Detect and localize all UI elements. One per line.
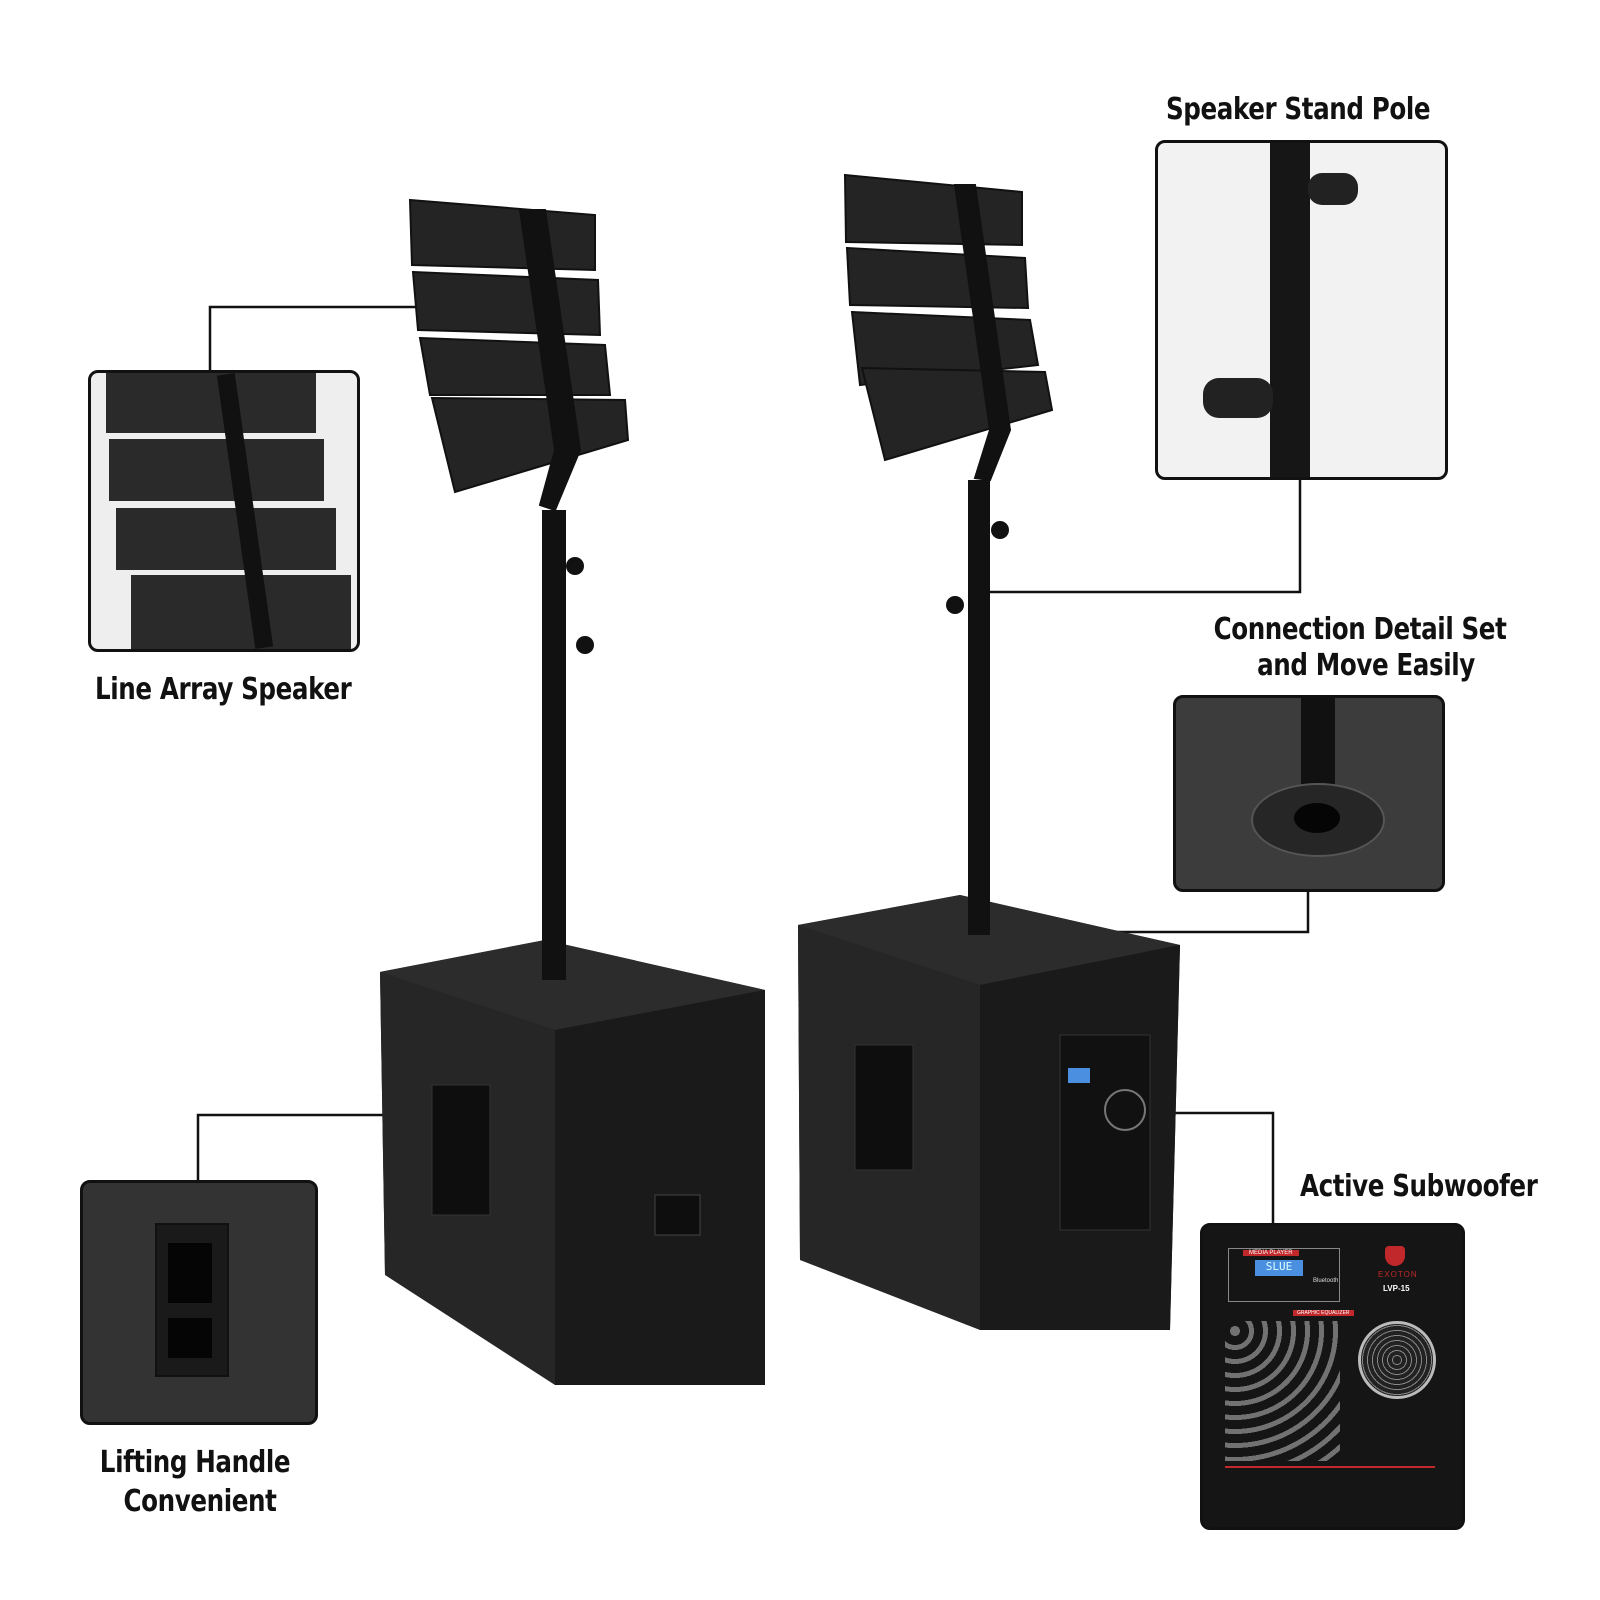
label-speaker-stand-pole: Speaker Stand Pole [1166, 92, 1431, 127]
right-stand-pole [968, 480, 990, 935]
label-lifting-handle-line2: Convenient [123, 1484, 277, 1519]
label-active-subwoofer: Active Subwoofer [1300, 1169, 1538, 1204]
right-line-array [843, 173, 1054, 482]
left-stand-pole [542, 510, 566, 980]
stand-pole-detail-image [1155, 140, 1448, 480]
label-lifting-handle-line1: Lifting Handle [99, 1445, 291, 1480]
label-connection-detail-line1: Connection Detail Set [1213, 612, 1507, 647]
line-array-detail-image [88, 370, 360, 652]
brand-name: EXOTON [1378, 1270, 1418, 1279]
equalizer-label: GRAPHIC EQUALIZER [1293, 1310, 1354, 1316]
label-line-array-speaker: Line Array Speaker [95, 672, 352, 707]
right-subwoofer [798, 895, 1180, 1330]
connection-detail-image [1173, 695, 1445, 892]
model-name: LVP-15 [1383, 1284, 1410, 1293]
lifting-handle-detail-image [80, 1180, 318, 1425]
fan-grille [1358, 1321, 1436, 1399]
panel-display: SLUE [1255, 1260, 1303, 1276]
callout-lines [196, 305, 1310, 1223]
subwoofer-panel-detail-image: MEDIA PLAYER SLUE Bluetooth EXOTON LVP-1… [1200, 1223, 1465, 1530]
media-player-label: MEDIA PLAYER [1243, 1250, 1299, 1256]
bluetooth-label: Bluetooth [1313, 1278, 1339, 1284]
left-line-array [408, 198, 630, 512]
left-subwoofer [380, 940, 765, 1385]
brand-logo [1385, 1246, 1405, 1266]
label-connection-detail-line2: and Move Easily [1257, 648, 1475, 683]
